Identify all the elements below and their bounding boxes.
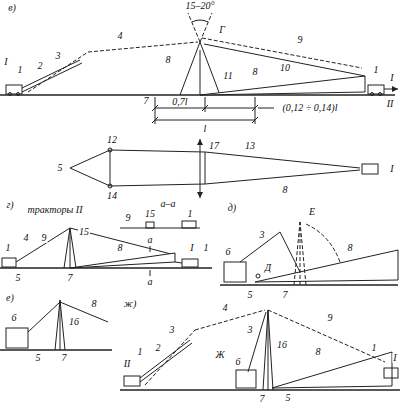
callout-number: 16: [68, 317, 80, 327]
panel-v-elevation: [0, 13, 398, 124]
callout-number: 12: [106, 135, 118, 145]
callout-number: 1: [203, 243, 210, 253]
panel-d: [220, 222, 398, 285]
callout-number: 8: [347, 243, 354, 253]
section-label: а: [147, 277, 154, 287]
callout-number: 3: [169, 325, 176, 335]
callout-number: 2: [155, 343, 162, 353]
callout-number: 8: [117, 243, 124, 253]
callout-number: 4: [222, 303, 229, 313]
panel-g: [0, 221, 212, 276]
callout-number: 3: [55, 51, 62, 61]
panel-letter: г): [5, 200, 14, 210]
callout-number: 5: [35, 353, 42, 363]
direction-label: тракторы II: [27, 205, 84, 215]
callout-number: 7: [282, 290, 289, 300]
direction-label: I: [389, 164, 394, 174]
callout-number: 1: [373, 65, 380, 75]
direction-label: I: [389, 73, 394, 83]
callout-number: Д: [264, 263, 272, 273]
callout-number: 9: [297, 35, 304, 45]
callout-number: 3: [259, 230, 266, 240]
callout-number: 5: [57, 163, 64, 173]
callout-number: 7: [259, 394, 266, 404]
callout-number: 9: [327, 313, 334, 323]
callout-number: 1: [17, 65, 24, 75]
dimension-label: l: [203, 124, 208, 134]
panel-e: [0, 300, 112, 350]
callout-number: 16: [276, 340, 288, 350]
direction-label: I: [3, 57, 8, 67]
callout-number: Е: [308, 207, 316, 217]
callout-number: 6: [11, 313, 18, 323]
section-label: а–а: [160, 199, 177, 209]
dimension-label: 0,7l: [171, 97, 188, 107]
callout-number: 15: [144, 209, 156, 219]
callout-number: 5: [15, 273, 22, 283]
callout-number: 6: [225, 247, 232, 257]
callout-number: 7: [61, 353, 68, 363]
panel-letter: д): [227, 203, 237, 213]
direction-label: I: [392, 353, 397, 363]
callout-number: 1: [5, 243, 12, 253]
callout-number: 6: [235, 357, 242, 367]
panel-letter: е): [5, 293, 15, 303]
callout-number: 4: [23, 233, 30, 243]
panel-zh: [120, 310, 400, 390]
callout-number: 13: [244, 141, 256, 151]
callout-number: 3: [247, 325, 254, 335]
callout-number: 10: [279, 63, 291, 73]
section-label: а: [147, 235, 154, 245]
callout-number: 8: [165, 55, 172, 65]
callout-number: 1: [371, 343, 378, 353]
callout-number: 7: [143, 96, 150, 106]
callout-number: 9: [125, 213, 132, 223]
callout-number: 15: [78, 227, 90, 237]
callout-number: 8: [91, 299, 98, 309]
panel-letter: в): [7, 3, 17, 13]
callout-number: 4: [117, 31, 124, 41]
callout-number: 17: [208, 141, 220, 151]
dimension-label: (0,12 ÷ 0,14)l: [282, 103, 339, 113]
callout-number: 8: [282, 185, 289, 195]
callout-number: 8: [315, 347, 322, 357]
panel-v-plan: [70, 139, 378, 198]
callout-number: 7: [67, 273, 74, 283]
callout-number: Г: [218, 25, 226, 35]
callout-number: 9: [41, 233, 48, 243]
dimension-label: 15–20°: [185, 1, 216, 11]
callout-number: 1: [137, 347, 144, 357]
callout-number: 14: [106, 191, 118, 201]
callout-number: 2: [37, 61, 44, 71]
callout-number: 5: [247, 290, 254, 300]
callout-number: Ж: [214, 350, 225, 360]
callout-number: 11: [222, 71, 233, 81]
direction-label: II: [123, 359, 132, 369]
panel-letter: ж): [123, 299, 138, 309]
callout-number: 8: [252, 67, 259, 77]
callout-number: 5: [285, 393, 292, 403]
direction-label: II: [386, 99, 395, 109]
callout-number: 1: [187, 209, 194, 219]
direction-label: I: [189, 243, 194, 253]
